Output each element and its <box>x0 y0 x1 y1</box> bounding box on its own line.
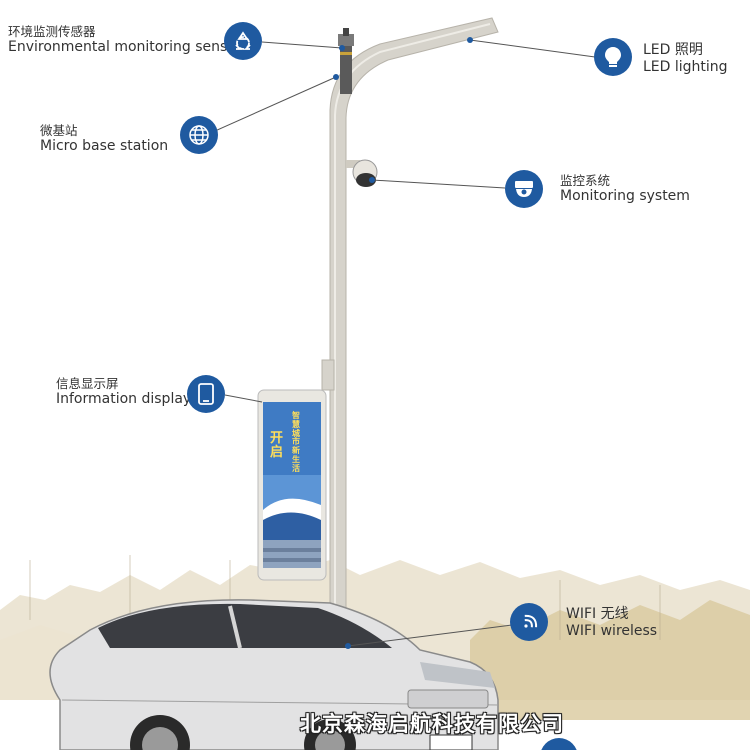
env-sensor-zh: 环境监测传感器 <box>8 24 96 39</box>
company-watermark: 北京森海启航科技有限公司 <box>300 711 564 736</box>
globe-icon <box>180 116 218 154</box>
led-zh: LED 照明 <box>643 42 703 58</box>
wifi-en: WIFI wireless <box>566 622 658 639</box>
micro-base-en: Micro base station <box>40 138 169 154</box>
lightbulb-icon <box>594 38 632 76</box>
micro-base-label: 微基站 Micro base station <box>40 123 168 155</box>
tablet-icon <box>187 375 225 413</box>
env-sensor-label: 环境监测传感器 Environmental monitoring sensor <box>8 24 242 56</box>
leader-dots <box>333 37 473 649</box>
camera-icon <box>505 170 543 208</box>
wifi-icon <box>510 603 548 641</box>
info-display-panel <box>257 389 327 581</box>
monitoring-label: 监控系统 Monitoring system <box>560 173 690 205</box>
screen-main-text: 开启 <box>270 431 284 460</box>
monitoring-en: Monitoring system <box>560 188 690 204</box>
env-sensor-en: Environmental monitoring sensor <box>8 39 242 55</box>
wifi-zh: WIFI 无线 <box>566 606 629 622</box>
screen-side-text: 智慧城市新生活 <box>292 411 300 473</box>
recycle-icon <box>224 22 262 60</box>
camera-device <box>346 159 378 187</box>
leader-lines <box>214 39 596 647</box>
info-display-label: 信息显示屏 Information display <box>56 376 191 408</box>
led-label: LED 照明 LED lighting <box>643 42 728 76</box>
led-en: LED lighting <box>643 58 728 75</box>
info-display-en: Information display <box>56 391 192 407</box>
car <box>49 599 499 750</box>
info-display-zh: 信息显示屏 <box>56 376 119 391</box>
partial-icon <box>540 738 578 750</box>
env-sensor-device <box>338 28 354 94</box>
micro-base-zh: 微基站 <box>40 123 78 138</box>
wifi-label: WIFI 无线 WIFI wireless <box>566 606 657 640</box>
monitoring-zh: 监控系统 <box>560 173 611 188</box>
